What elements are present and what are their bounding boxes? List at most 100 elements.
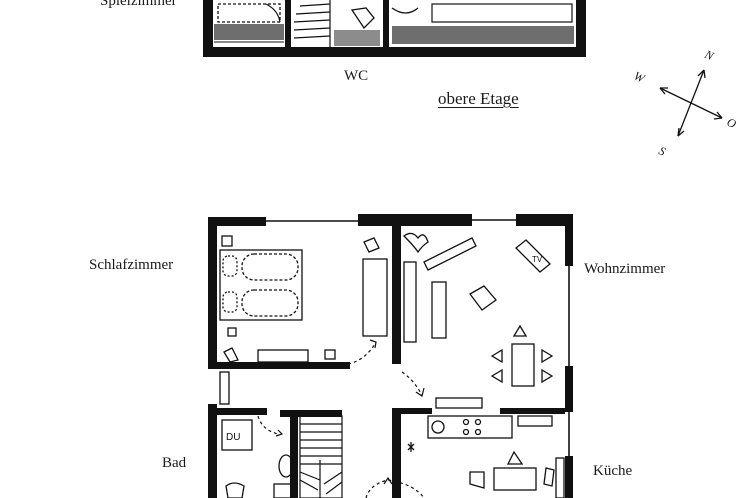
schlafzimmer-furniture bbox=[219, 235, 388, 363]
upper-right-sink bbox=[391, 7, 419, 14]
wall-bad-right bbox=[290, 410, 298, 498]
room-label-bad: Bad bbox=[162, 455, 187, 471]
wall-schlafzimmer-wohnzimmer bbox=[392, 226, 401, 364]
dining-chair-l2 bbox=[490, 368, 503, 384]
kitchen-chair-left bbox=[469, 471, 485, 489]
shower-label: DU bbox=[226, 432, 240, 443]
room-label-wc: WC bbox=[344, 68, 369, 84]
mattress-1 bbox=[241, 253, 299, 281]
kueche-furniture bbox=[407, 415, 565, 498]
shelf-diagonal bbox=[423, 237, 477, 271]
hall-door-swing bbox=[365, 479, 425, 498]
kitchen-chair-right bbox=[543, 467, 555, 487]
tv-label: TV bbox=[532, 255, 543, 264]
dresser bbox=[257, 349, 309, 363]
ground-right-wall-mid bbox=[565, 366, 573, 412]
kitchen-table bbox=[493, 467, 537, 491]
shower bbox=[221, 419, 253, 451]
bad-door-swing bbox=[257, 415, 279, 435]
nightstand-bottom bbox=[227, 327, 237, 337]
dining-chair-r2 bbox=[541, 368, 554, 384]
counter bbox=[427, 415, 513, 439]
wall-bad-right-top bbox=[280, 410, 342, 417]
ground-top-wall-left bbox=[208, 217, 266, 226]
pillow-2 bbox=[222, 291, 238, 313]
upper-floor-left-wall bbox=[203, 0, 213, 57]
room-label-kueche: Küche bbox=[593, 463, 633, 479]
upper-floor-partition-2 bbox=[383, 0, 389, 50]
ground-top-wall-right bbox=[516, 214, 573, 226]
ground-left-wall-upper bbox=[208, 217, 217, 369]
ground-floor-plan: TV DU bbox=[208, 214, 573, 498]
room-label-spielzimmer: Spielzimmer bbox=[100, 0, 177, 9]
tv-stand bbox=[515, 239, 551, 273]
hall-door-arrow bbox=[383, 476, 393, 485]
wall-kueche-top-right bbox=[500, 408, 565, 414]
dining-chair-l1 bbox=[490, 348, 503, 364]
spielzimmer-floor-hatch bbox=[214, 24, 284, 40]
stair-outline bbox=[299, 415, 343, 498]
ground-stair bbox=[299, 415, 343, 498]
spielzimmer-door-arc bbox=[265, 3, 281, 23]
burner-4 bbox=[474, 428, 482, 436]
schlafzimmer-door-swing bbox=[347, 341, 377, 365]
wall-kueche-left bbox=[392, 408, 401, 498]
upper-floor-bottom-wall bbox=[203, 47, 586, 57]
ground-top-wall-mid bbox=[358, 214, 472, 226]
spielzimmer-furniture bbox=[217, 3, 281, 23]
ground-left-wall-lower bbox=[208, 404, 217, 498]
wohnzimmer-door-swing bbox=[401, 371, 423, 397]
kitchen-cabinet-right bbox=[555, 457, 565, 498]
dining-chair-r1 bbox=[541, 348, 554, 364]
bad-fixtures: DU bbox=[221, 419, 294, 498]
wc-toilet bbox=[350, 7, 375, 30]
plant bbox=[403, 232, 429, 254]
upper-floor-right-wall bbox=[576, 0, 586, 57]
stool bbox=[324, 349, 336, 360]
wall-kueche-top bbox=[392, 408, 432, 414]
sink bbox=[431, 420, 445, 434]
washbasin bbox=[225, 482, 245, 498]
wc-floor-hatch bbox=[334, 30, 380, 46]
wohnzimmer-door-arrow bbox=[415, 387, 425, 397]
lamp bbox=[223, 347, 239, 363]
upper-floor-plan bbox=[203, 0, 586, 57]
room-label-schlafzimmer: Schlafzimmer bbox=[89, 257, 174, 273]
dining-chair-top bbox=[512, 324, 528, 337]
armchair bbox=[469, 285, 497, 311]
wall-bad-top bbox=[217, 408, 267, 415]
wardrobe bbox=[362, 258, 388, 337]
wohnzimmer-furniture: TV bbox=[403, 232, 554, 387]
burner-2 bbox=[474, 418, 482, 426]
pillow-1 bbox=[222, 255, 238, 277]
dining-table bbox=[511, 343, 535, 387]
compass-rose bbox=[659, 69, 723, 137]
nightstand-top bbox=[221, 235, 233, 247]
hall-cabinet bbox=[435, 397, 483, 409]
bad-door-arrow bbox=[275, 429, 284, 437]
kitchen-plant bbox=[407, 442, 415, 452]
sideboard-left bbox=[403, 261, 417, 343]
fridge bbox=[517, 415, 553, 427]
upper-stair bbox=[293, 0, 331, 48]
mattress-2 bbox=[241, 289, 299, 317]
floor-title-obere-etage: obere Etage bbox=[438, 89, 519, 108]
burner-1 bbox=[462, 418, 470, 426]
upper-right-floor-hatch bbox=[392, 26, 574, 44]
chair bbox=[363, 237, 380, 253]
bad-cabinet bbox=[273, 483, 293, 498]
kitchen-chair-top bbox=[506, 450, 524, 465]
bed-frame bbox=[219, 249, 303, 321]
burner-3 bbox=[462, 428, 470, 436]
room-label-wohnzimmer: Wohnzimmer bbox=[584, 261, 666, 277]
upper-floor-partition-1 bbox=[285, 0, 291, 50]
schlafzimmer-door-arrow bbox=[369, 339, 377, 349]
toilet bbox=[278, 454, 294, 478]
ground-right-wall-lower bbox=[565, 456, 573, 498]
ground-right-wall-upper bbox=[565, 214, 573, 266]
ground-left-window bbox=[219, 371, 230, 405]
wall-schlafzimmer-bottom bbox=[217, 362, 350, 369]
upper-right-bed bbox=[431, 3, 573, 23]
